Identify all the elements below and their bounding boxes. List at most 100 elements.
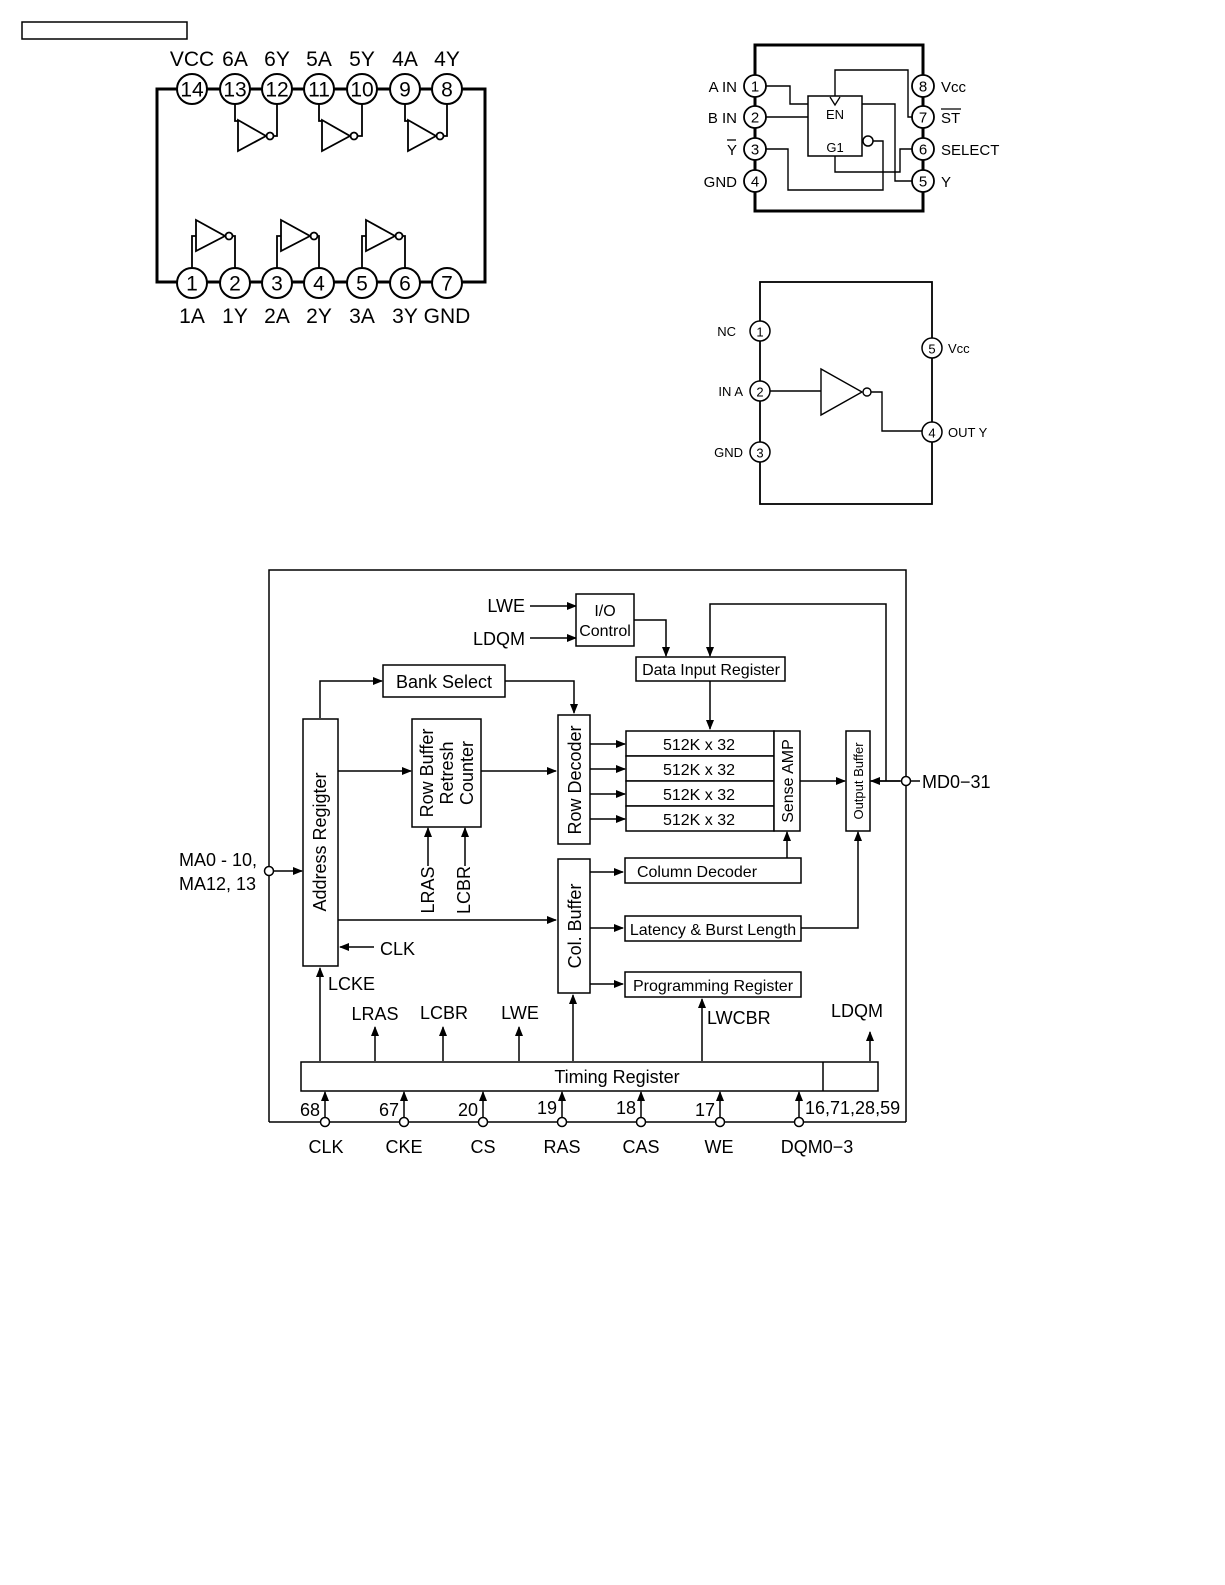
selector-label-gnd: GND [704, 174, 738, 191]
header-box [21, 21, 188, 40]
hex-pin-1 [176, 267, 208, 299]
latency-burst-label: Latency & Burst Length [630, 922, 796, 939]
data-bus-label: MD0−31 [922, 772, 991, 792]
single-label-gnd: GND [714, 445, 743, 460]
pin-number-we: 17 [695, 1100, 715, 1120]
hex-top-label-4a: 4A [392, 48, 418, 71]
selector-label-vcc: Vcc [941, 79, 967, 96]
pin-name-cas: CAS [622, 1137, 659, 1157]
hex-inverter-body [155, 87, 487, 284]
sdram-block-diagram: LWE LDQM I/O Control Data Input Register… [179, 569, 991, 1157]
pin-terminal-clk [319, 1116, 331, 1128]
pin-name-clk: CLK [308, 1137, 343, 1157]
hex-pin-3-num: 3 [271, 273, 283, 296]
hex-pin-8-num: 8 [441, 79, 453, 102]
address-register-label: Address Regigter [310, 772, 330, 911]
column-decoder-block [624, 857, 802, 884]
input-lwe-label: LWE [487, 596, 525, 616]
row-decoder-block [557, 714, 591, 845]
hex-pin-5 [346, 267, 378, 299]
hex-top-label-4y: 4Y [434, 48, 460, 71]
pin-number-clk: 68 [300, 1100, 320, 1120]
inverter-2-icon [276, 235, 281, 268]
bank-select-label: Bank Select [396, 672, 492, 692]
single-label-out-y: OUT Y [948, 425, 988, 440]
inverter-6-body [237, 118, 268, 153]
address-clk-label: CLK [380, 939, 415, 959]
programming-register-block [624, 971, 802, 998]
pin-terminal-cas [635, 1116, 647, 1128]
io-control-label-2: Control [579, 623, 631, 640]
single-pin-3 [749, 441, 771, 463]
single-label-nc: NC [717, 324, 736, 339]
address-bus-terminal [263, 865, 275, 877]
timing-out-lcbr: LCBR [420, 1003, 468, 1023]
col-buffer-block [557, 858, 591, 994]
col-buffer-label: Col. Buffer [565, 884, 585, 969]
hex-bottom-label-2y: 2Y [306, 305, 332, 328]
lwcbr-label: LWCBR [707, 1008, 771, 1028]
pin-name-ras: RAS [543, 1137, 580, 1157]
hex-pin-6-num: 6 [399, 273, 411, 296]
hex-pin-7 [431, 267, 463, 299]
single-pin-3-num: 3 [756, 446, 763, 461]
selector-pin-7-num: 7 [919, 110, 927, 127]
row-buffer-label-1: Row Buffer [417, 729, 437, 818]
selector-label-a-in: A IN [709, 79, 737, 96]
selector-pin-3-num: 3 [751, 142, 759, 159]
timing-out-lras: LRAS [351, 1004, 398, 1024]
selector-pin-8 [911, 74, 935, 98]
hex-top-label-5a: 5A [306, 48, 332, 71]
pin-number-cas: 18 [616, 1098, 636, 1118]
output-buffer-label: Output Buffer [851, 742, 866, 820]
hex-pin-4 [303, 267, 335, 299]
address-bus-label-1: MA0 - 10, [179, 850, 257, 870]
hex-inverter-diagram: VCC 6A 6Y 5A 5Y 4A 4Y 14 13 12 11 10 9 8 [155, 48, 487, 328]
row-buffer-label-2: Retresh [437, 741, 457, 804]
pin-number-dqm: 16,71,28,59 [805, 1098, 900, 1118]
selector-pin-8-num: 8 [919, 79, 927, 96]
single-label-vcc: Vcc [948, 341, 970, 356]
bank-select-block [382, 664, 506, 698]
pin-terminal-we [714, 1116, 726, 1128]
selector-pin-4-num: 4 [751, 174, 759, 191]
hex-pin-13-num: 13 [223, 79, 246, 102]
pin-terminal-cs [477, 1116, 489, 1128]
hex-top-label-5y: 5Y [349, 48, 375, 71]
hex-top-label-6a: 6A [222, 48, 248, 71]
selector-pin-5-num: 5 [919, 174, 927, 191]
single-pin-1 [749, 320, 771, 342]
pin-name-we: WE [705, 1137, 734, 1157]
io-control-label-1: I/O [594, 603, 615, 620]
io-control-block [575, 593, 635, 647]
sense-amp-label: Sense AMP [780, 739, 797, 823]
address-register-block [302, 718, 339, 967]
selector-label-st-bar: ST [941, 110, 960, 127]
hex-bottom-label-gnd: GND [424, 305, 471, 328]
inverter-1-icon [191, 235, 196, 268]
hex-pin-2 [219, 267, 251, 299]
hex-top-label-vcc: VCC [170, 48, 214, 71]
buffer-inverter-icon [820, 367, 864, 417]
selector-en-label: EN [826, 107, 844, 122]
input-ldqm-label: LDQM [473, 629, 525, 649]
pin-name-dqm: DQM0−3 [781, 1137, 854, 1157]
address-bus-label-2: MA12, 13 [179, 874, 256, 894]
pin-number-cs: 20 [458, 1100, 478, 1120]
row-buffer-block [411, 718, 482, 828]
hex-pin-14 [176, 73, 208, 105]
hex-pin-4-num: 4 [313, 273, 325, 296]
single-inverter-diagram: 1 2 3 5 4 NC IN A GND Vcc OUT Y [714, 281, 988, 505]
selector-label-b-in: B IN [708, 110, 737, 127]
pin-number-ras: 19 [537, 1098, 557, 1118]
inverter-5-icon [318, 104, 322, 122]
single-label-in-a: IN A [718, 384, 743, 399]
inverter-6-icon [234, 104, 238, 122]
memory-bank-2-label: 512K x 32 [663, 762, 735, 779]
hex-pin-3 [261, 267, 293, 299]
lcke-label: LCKE [328, 974, 375, 994]
row-buffer-lcbr-label: LCBR [454, 866, 474, 914]
pin-name-cke: CKE [385, 1137, 422, 1157]
hex-bottom-label-2a: 2A [264, 305, 290, 328]
pin-terminal-ras [556, 1116, 568, 1128]
